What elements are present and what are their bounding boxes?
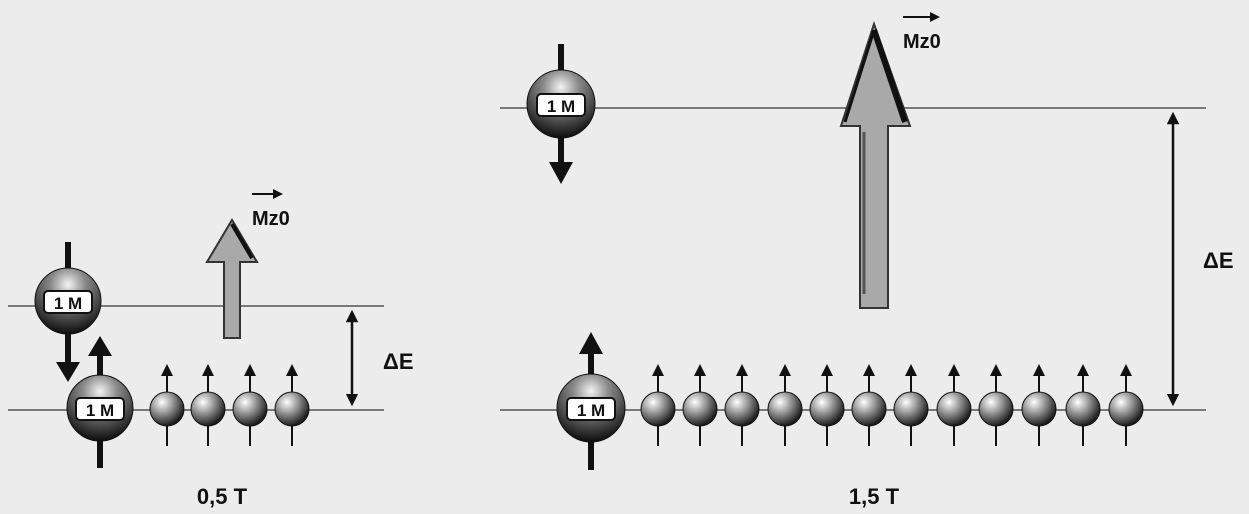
spin-particle — [190, 364, 226, 446]
right-high-spin-group: 1 M — [526, 44, 596, 184]
right-spin-up-arrow-icon — [579, 332, 603, 354]
spin-particle — [936, 364, 972, 446]
right-magnetization-label: Mz0 — [903, 12, 941, 53]
left-high-group-label: 1 M — [54, 294, 82, 313]
left-spin-down-arrow-icon — [56, 362, 80, 382]
left-low-spin-group: 1 M — [66, 336, 134, 468]
right-field-label: 1,5 T — [849, 484, 900, 509]
left-spin-up-arrow-icon — [88, 336, 112, 356]
right-excess-spins — [640, 364, 1144, 446]
spin-particle — [851, 364, 887, 446]
right-high-group-label: 1 M — [547, 97, 575, 116]
spin-particle — [767, 364, 803, 446]
right-low-group-label: 1 M — [577, 401, 605, 420]
svg-text:Mz0: Mz0 — [903, 31, 941, 53]
left-low-group-label: 1 M — [86, 401, 114, 420]
right-low-spin-group: 1 M — [556, 332, 626, 470]
spin-particle — [724, 364, 760, 446]
left-energy-gap-label: ΔE — [383, 349, 414, 374]
left-field-label: 0,5 T — [197, 484, 248, 509]
left-panel: 1 M 1 M — [8, 189, 414, 509]
spin-particle — [1065, 364, 1101, 446]
left-magnetization-arrow-icon — [205, 218, 259, 339]
svg-text:Mz0: Mz0 — [252, 208, 290, 230]
spin-particle — [1108, 364, 1144, 446]
right-magnetization-arrow-icon — [839, 20, 912, 309]
spin-particle — [232, 364, 268, 446]
spin-particle — [640, 364, 676, 446]
left-magnetization-label: Mz0 — [252, 189, 290, 230]
right-energy-gap-label: ΔE — [1203, 248, 1234, 273]
spin-particle — [978, 364, 1014, 446]
spin-particle — [809, 364, 845, 446]
left-high-spin-group: 1 M — [34, 242, 102, 382]
spin-particle — [149, 364, 185, 446]
right-spin-down-arrow-icon — [549, 162, 573, 184]
right-panel: 1 M 1 M — [500, 12, 1234, 509]
spin-particle — [274, 364, 310, 446]
spin-particle — [893, 364, 929, 446]
left-excess-spins — [149, 364, 310, 446]
spin-particle — [1021, 364, 1057, 446]
spin-particle — [682, 364, 718, 446]
